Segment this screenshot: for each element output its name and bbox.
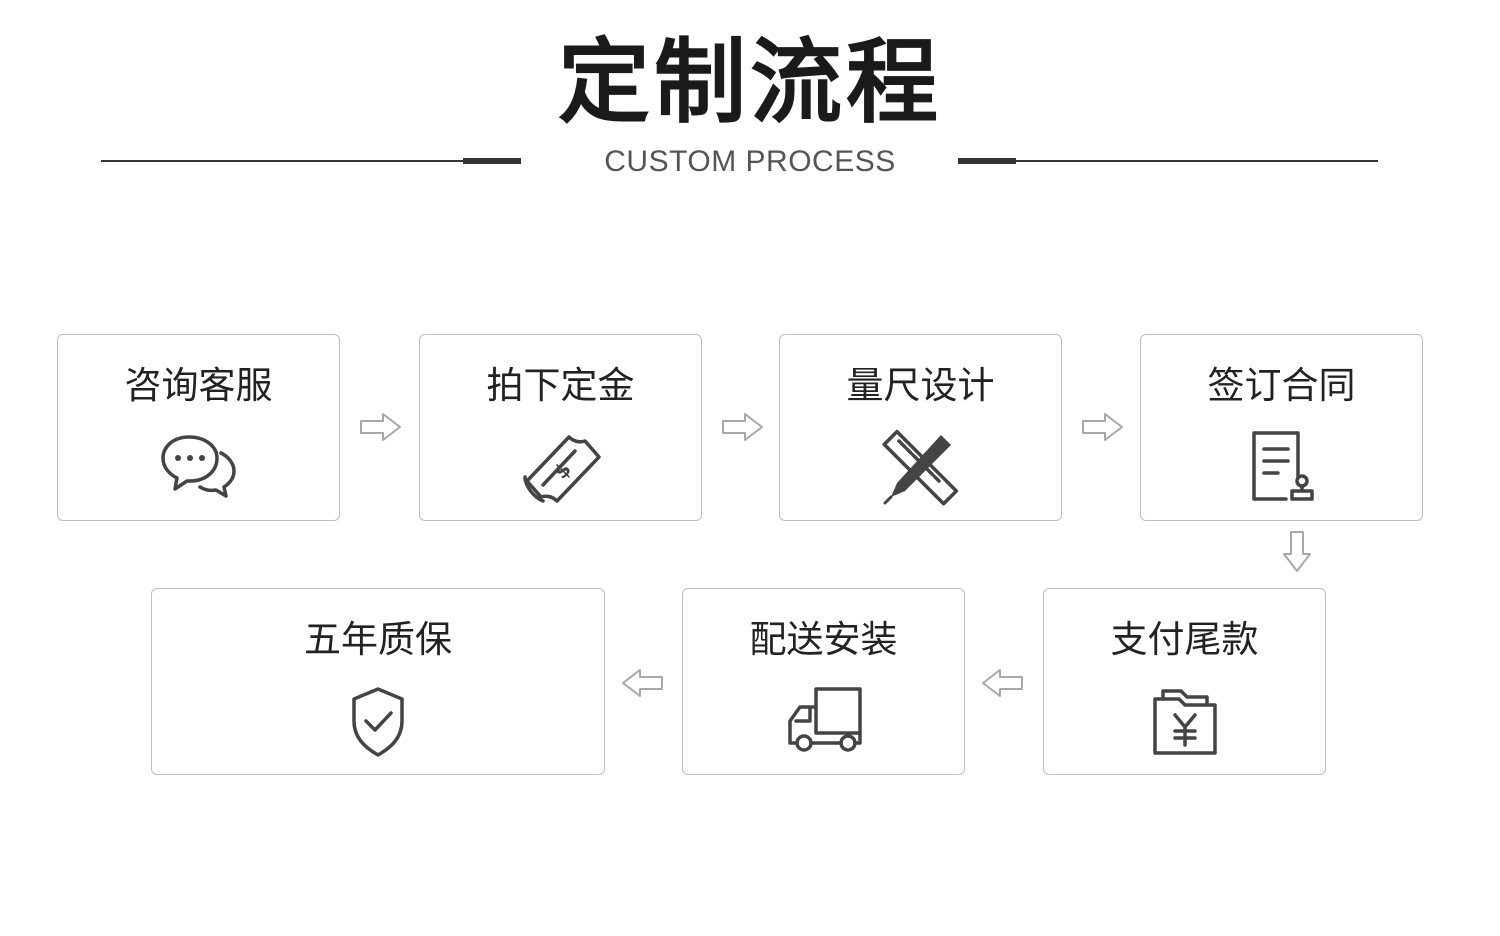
svg-text:$: $ xyxy=(548,457,575,484)
page-title: 定制流程 xyxy=(557,29,942,136)
step-label: 咨询客服 xyxy=(124,364,273,407)
divider-left-thin xyxy=(101,160,521,162)
step-label: 量尺设计 xyxy=(846,364,995,407)
step-label: 五年质保 xyxy=(304,618,452,661)
shield-check-icon xyxy=(352,687,404,757)
step-deposit: 拍下定金 $ xyxy=(419,334,702,521)
step-final-payment: 支付尾款 xyxy=(1043,588,1326,775)
step-measure: 量尺设计 xyxy=(779,334,1062,521)
yen-folder-icon xyxy=(1152,689,1217,755)
step-label: 配送安装 xyxy=(749,618,898,661)
step-consult: 咨询客服 xyxy=(57,334,340,521)
delivery-truck-icon xyxy=(787,687,862,752)
divider-right-thin xyxy=(958,160,1378,162)
arrow-left-icon xyxy=(622,669,663,697)
step-delivery: 配送安装 xyxy=(682,588,965,775)
step-warranty: 五年质保 xyxy=(151,588,605,775)
chat-bubbles-icon xyxy=(160,435,236,498)
contract-seal-icon xyxy=(1251,431,1314,501)
arrow-right-icon xyxy=(360,413,401,441)
arrow-right-icon xyxy=(722,413,763,441)
divider-left-thick xyxy=(463,158,521,164)
arrow-right-icon xyxy=(1082,413,1123,441)
money-bill-icon: $ xyxy=(522,435,601,503)
step-label: 签订合同 xyxy=(1207,364,1356,407)
arrow-down-icon xyxy=(1283,531,1311,572)
step-label: 拍下定金 xyxy=(486,364,635,407)
step-contract: 签订合同 xyxy=(1140,334,1423,521)
step-label: 支付尾款 xyxy=(1110,618,1259,661)
arrow-left-icon xyxy=(982,669,1023,697)
ruler-pen-icon xyxy=(881,429,958,506)
page-subtitle: CUSTOM PROCESS xyxy=(604,145,896,178)
